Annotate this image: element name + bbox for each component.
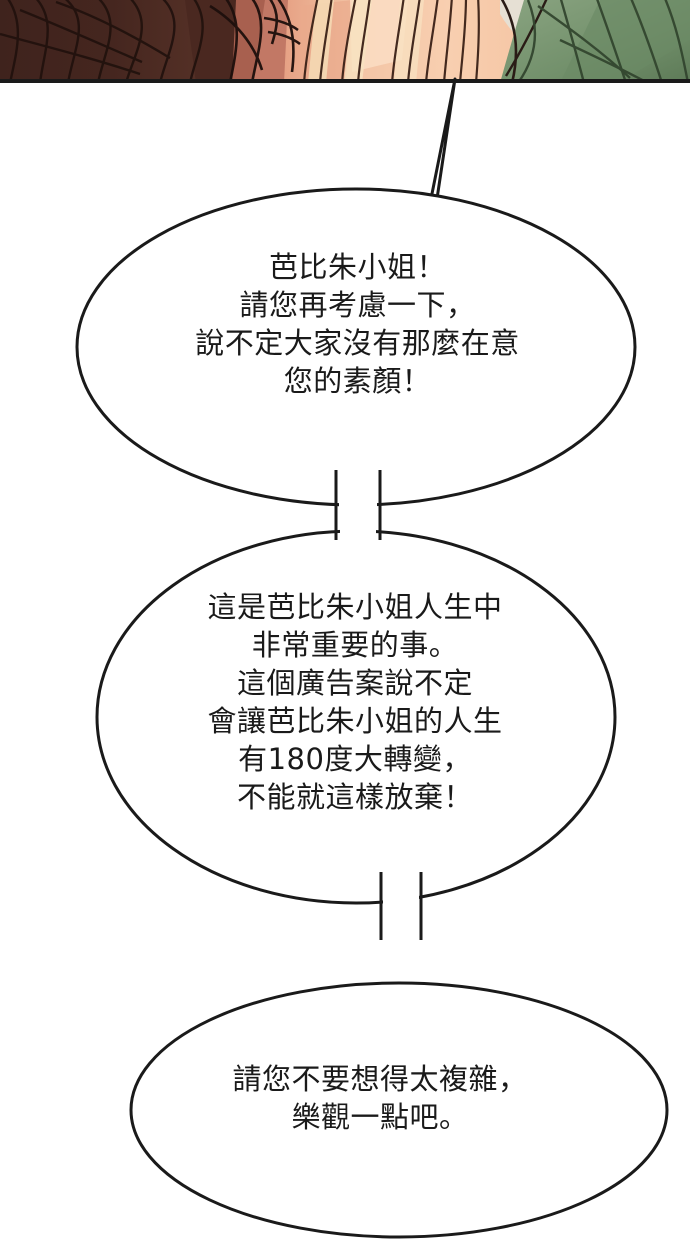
bubble-3-outline [129,981,669,1239]
artwork-bottom-border [0,79,690,83]
bubble-1-mouth-mask [340,466,376,480]
artwork-strip [0,0,690,83]
bubble-2-mouth-mask [340,528,376,544]
hair-strokes-face [302,0,480,83]
skin-shadow-patch [232,0,300,83]
jaw-contour [504,0,548,77]
hair-strokes-mid [209,0,301,83]
speech-bubble-lower-text: 請您不要想得太複雜， 樂觀一點吧。 [232,1062,528,1134]
bubble-3-mouth-mask [384,930,418,944]
hair-mass-left [0,0,250,83]
speech-bubble-middle-text: 這是芭比朱小姐人生中 非常重要的事。 這個廣告案說不定 會讓芭比朱小姐的人生 有… [207,590,503,814]
bubble-2-lower-mouth-mask [384,866,418,878]
green-garment-fold [560,0,690,83]
garment-strokes [517,0,690,83]
face-contour [500,0,518,83]
bubble-connector-2-3-fill [383,868,419,940]
speech-bubble-upper-text: 芭比朱小姐！ 請您再考慮一下， 說不定大家沒有那麼在意 您的素顏！ [195,250,520,398]
hair-strokes-left [0,0,204,83]
